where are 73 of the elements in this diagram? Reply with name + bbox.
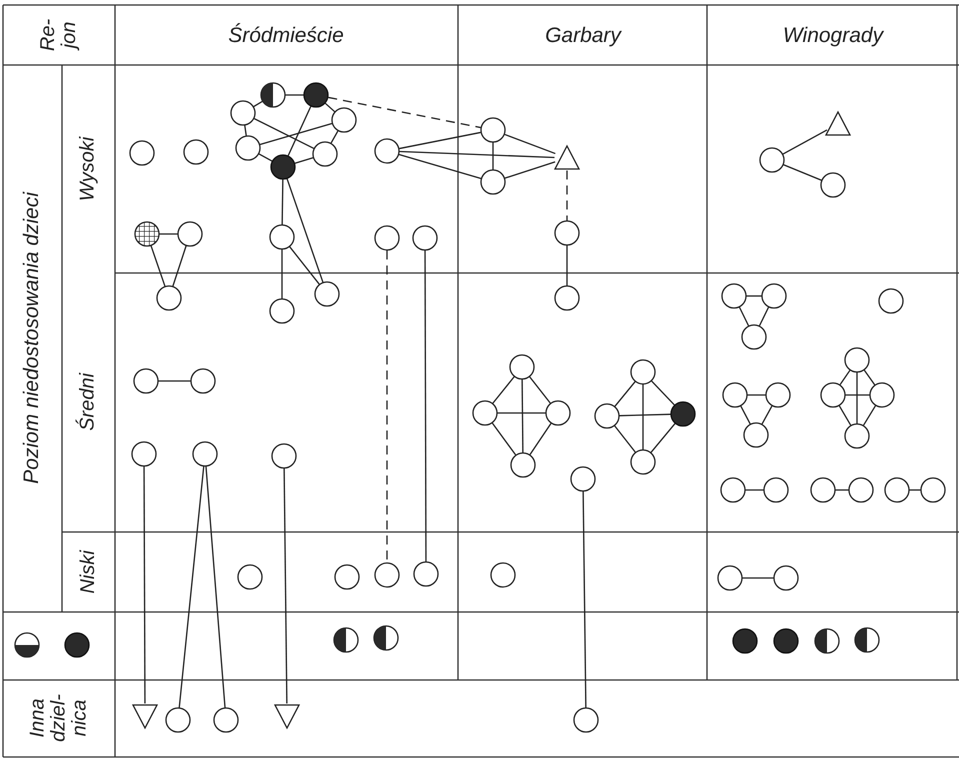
connection-line (642, 384, 644, 450)
connection-line (846, 394, 870, 396)
connection-line (864, 370, 876, 386)
connection-line (260, 122, 332, 146)
connection-line (492, 422, 516, 456)
connection-line (330, 130, 338, 144)
connection-line (253, 100, 263, 108)
column-header: Śródmieście (227, 24, 345, 48)
connection-line (492, 376, 515, 404)
connection-line (521, 380, 524, 452)
connection-line (289, 246, 320, 285)
connection-line (288, 106, 312, 156)
connection-line (746, 295, 762, 297)
connection-line (504, 161, 556, 179)
row-header: Inna dziel- nica (28, 693, 90, 744)
connection-line (328, 96, 481, 128)
connection-line (614, 425, 636, 453)
connection-line (178, 466, 204, 708)
column-header: Garbary (544, 24, 623, 48)
connection-line (399, 150, 555, 158)
connection-line (566, 170, 568, 220)
connection-line (838, 405, 852, 426)
connection-line (205, 466, 226, 708)
connection-line (758, 306, 770, 326)
connection-line (529, 423, 552, 455)
connection-line (740, 406, 751, 424)
connection-line (294, 157, 314, 164)
connection-line (492, 142, 494, 170)
connection-line (244, 125, 247, 136)
connection-line (284, 468, 288, 704)
connection-line (386, 250, 388, 562)
column-header: Winogrady (782, 24, 885, 48)
connection-line (651, 380, 675, 406)
connection-line (158, 380, 190, 382)
connection-line (399, 132, 481, 150)
connection-line (143, 466, 146, 704)
column-header: Re- jon (38, 18, 80, 54)
row-header: Niski (78, 549, 98, 596)
connection-line (862, 405, 876, 426)
connection-line (836, 489, 848, 491)
connection-line (286, 178, 324, 282)
row-header: Poziom niedostosowania dzieci (20, 190, 44, 486)
connection-line (856, 372, 858, 424)
row-header: Średni (78, 372, 98, 433)
connection-line (782, 129, 828, 155)
connection-line (783, 164, 822, 181)
connection-line (614, 381, 636, 407)
connection-line (160, 233, 178, 235)
connection-line (742, 577, 774, 579)
connection-line (286, 94, 304, 96)
connection-line (748, 394, 766, 396)
connection-line (398, 154, 482, 180)
connection-line (282, 180, 284, 224)
connection-line (258, 153, 272, 162)
connection-line (281, 250, 283, 298)
connection-line (619, 414, 671, 416)
connection-line (761, 406, 773, 424)
connection-line (324, 102, 336, 112)
connection-line (746, 489, 764, 491)
connection-line (840, 370, 850, 386)
connection-line (738, 306, 750, 326)
connection-line (150, 246, 166, 286)
connection-line (582, 492, 586, 708)
connection-line (498, 412, 546, 414)
row-header: Wysoki (78, 136, 98, 204)
connection-line (504, 134, 556, 154)
connection-line (566, 246, 568, 286)
connection-line (910, 489, 920, 491)
connection-line (529, 376, 551, 404)
connection-line (172, 246, 187, 286)
connection-line (424, 250, 427, 562)
connection-line (254, 118, 314, 149)
connection-line (650, 423, 676, 453)
